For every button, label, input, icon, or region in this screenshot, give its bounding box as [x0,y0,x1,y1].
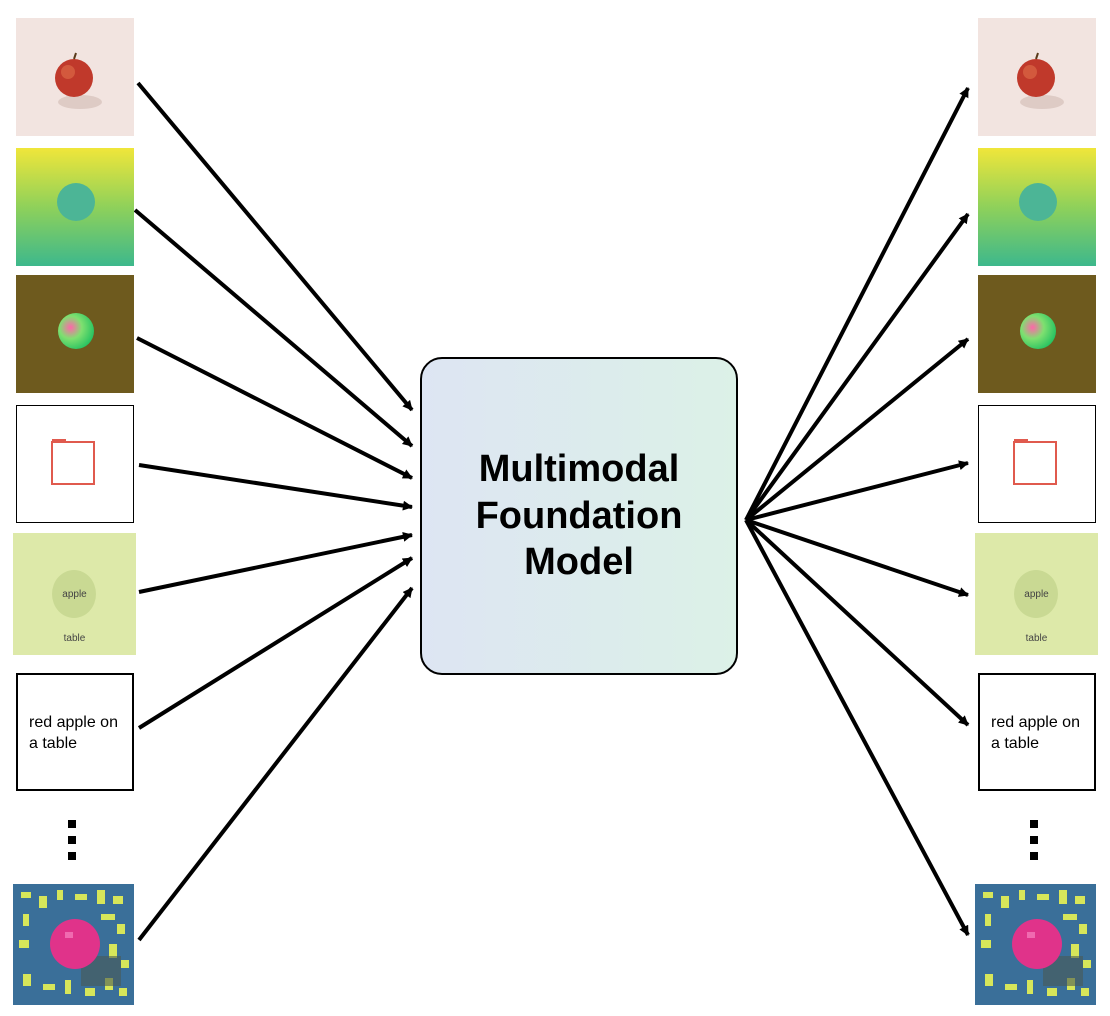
discrete-tokens-icon [13,884,134,1005]
input-arrow-normals [136,336,413,480]
more-modalities-left [68,820,80,870]
output-normals-tile [978,275,1096,393]
output-arrow-depth [744,212,970,522]
caption-text: red apple on a table [29,714,118,752]
output-arrow-bbox [745,460,969,522]
output-caption-tile: red apple on a table [978,673,1096,791]
semseg-background-label: table [63,633,86,644]
output-depth-tile [978,148,1096,266]
apple-photo-icon [16,18,134,136]
output-bbox-tile [978,405,1096,523]
bounding-box-icon [51,439,95,485]
semseg-background-label: table [1025,633,1048,644]
discrete-tokens-icon [975,884,1096,1005]
input-arrow-depth [133,208,414,448]
input-arrow-rgb [136,81,414,412]
foundation-model-title: Multimodal Foundation Model [475,448,683,584]
input-arrow-tokens [137,586,414,942]
surface-normals-icon [978,275,1096,393]
input-arrow-semseg [138,531,413,594]
input-normals-tile [16,275,134,393]
output-arrow-caption [744,518,970,727]
input-bbox-tile [16,405,134,523]
apple-photo-icon [978,18,1096,136]
caption-text: red apple on a table [991,714,1080,752]
input-arrow-bbox [138,463,413,511]
output-arrow-tokens [744,519,970,936]
output-arrow-semseg [745,518,969,597]
output-arrow-normals [744,337,970,522]
input-arrow-caption [137,556,414,730]
input-rgb-tile [16,18,134,136]
depth-map-icon [16,148,134,266]
foundation-model-box: Multimodal Foundation Model [420,357,738,675]
semseg-object-label: apple [1024,589,1049,600]
depth-map-icon [978,148,1096,266]
output-rgb-tile [978,18,1096,136]
surface-normals-icon [16,275,134,393]
semantic-segmentation-icon [1014,570,1058,618]
output-arrow-rgb [744,87,970,521]
input-semseg-tile: apple table [13,533,136,655]
input-caption-tile: red apple on a table [16,673,134,791]
bounding-box-icon [1013,439,1057,485]
output-tokens-tile [975,884,1096,1005]
output-semseg-tile: apple table [975,533,1098,655]
input-tokens-tile [13,884,134,1005]
input-depth-tile [16,148,134,266]
semseg-object-label: apple [62,589,87,600]
semantic-segmentation-icon [52,570,96,618]
more-modalities-right [1030,820,1042,870]
